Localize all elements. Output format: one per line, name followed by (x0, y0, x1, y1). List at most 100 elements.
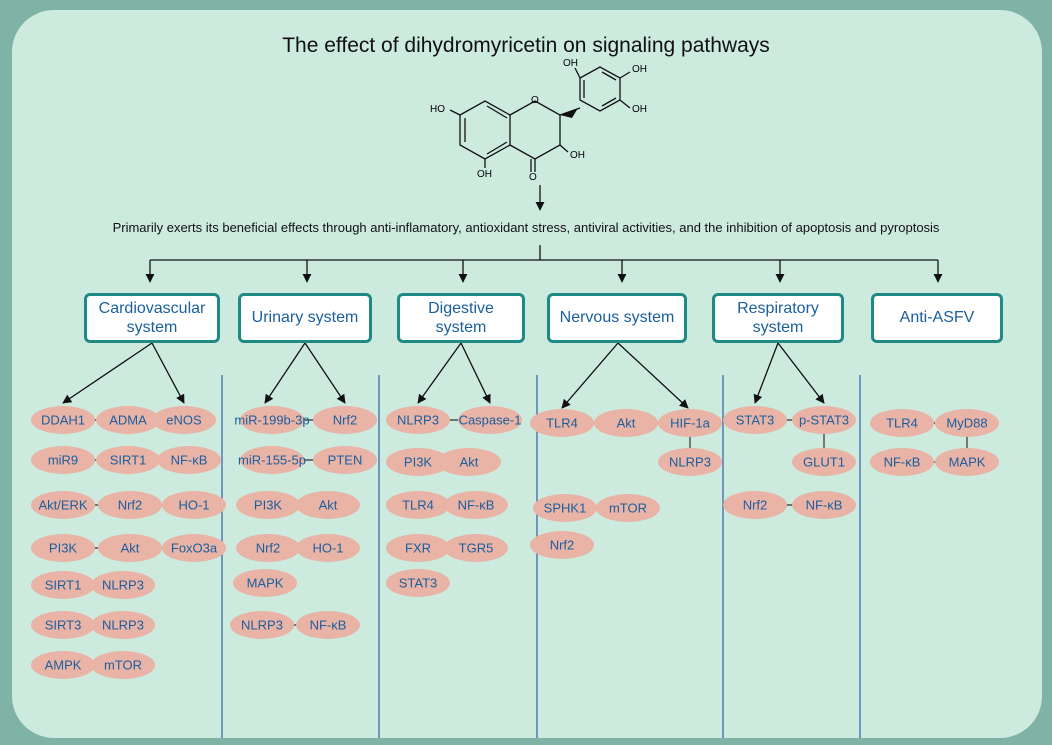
molecule-label-oh: OH (632, 64, 647, 75)
pathway-node-label: FoxO3a (170, 540, 218, 556)
system-box-nervous: Nervous system (547, 293, 687, 343)
pathway-node (98, 534, 162, 562)
pathway-node-label: TLR4 (402, 497, 434, 513)
pathway-node-label: HO-1 (178, 497, 210, 513)
molecule-label-o: O (529, 172, 537, 183)
pathway-node-label: Nrf2 (742, 497, 768, 513)
pathway-node (233, 569, 297, 597)
pathway-node (313, 446, 377, 474)
pathway-node (236, 491, 300, 519)
pathway-node (870, 448, 934, 476)
summary-text: Primarily exerts its beneficial effects … (112, 220, 940, 235)
pathway-node-label: TGR5 (458, 540, 494, 556)
pathway-node-label: AMPK (44, 657, 82, 673)
pathway-node-label: NLRP3 (669, 454, 711, 470)
pathway-node (31, 491, 95, 519)
pathway-node-label: miR-155-5p (238, 452, 306, 468)
pathway-node-label: FXR (405, 540, 431, 556)
pathway-node-label: STAT3 (398, 575, 438, 591)
pathway-node (458, 406, 522, 434)
pathway-node-label: NLRP3 (102, 577, 144, 593)
pathway-node-label: eNOS (166, 412, 202, 428)
pathway-node-label: TLR4 (886, 415, 918, 431)
pathway-node-label: STAT3 (735, 412, 775, 428)
pathway-node-label: HIF-1a (670, 415, 710, 431)
pathway-node (594, 409, 658, 437)
pathway-node (296, 491, 360, 519)
pathway-node-label: mTOR (608, 500, 648, 516)
pathway-node (162, 534, 226, 562)
molecule-label-oh: OH (563, 58, 578, 69)
pathway-node (240, 406, 304, 434)
pathway-node (530, 531, 594, 559)
pathway-node-label: Caspase-1 (458, 412, 522, 428)
pathway-node-label: Akt (616, 415, 636, 431)
pathway-node-label: PI3K (48, 540, 78, 556)
pathway-node-label: p-STAT3 (798, 412, 850, 428)
pathway-node (723, 491, 787, 519)
pathway-node (792, 448, 856, 476)
pathway-node (152, 406, 216, 434)
pathway-node-label: SIRT3 (44, 617, 82, 633)
pathway-node (31, 651, 95, 679)
pathway-node-label: miR9 (47, 452, 79, 468)
pathway-node (31, 611, 95, 639)
pathway-node (723, 406, 787, 434)
pathway-node (230, 611, 294, 639)
pathway-node (444, 491, 508, 519)
diagram-title: The effect of dihydromyricetin on signal… (282, 34, 770, 57)
diagram-panel (12, 10, 1042, 738)
pathway-node (296, 534, 360, 562)
molecule-label-oh: OH (632, 104, 647, 115)
pathway-node (658, 409, 722, 437)
pathway-node (31, 406, 95, 434)
pathway-node (98, 491, 162, 519)
pathway-node (792, 491, 856, 519)
molecule-label-ho: HO (430, 104, 445, 115)
pathway-node (31, 446, 95, 474)
pathway-node (533, 494, 597, 522)
pathway-node-label: TLR4 (546, 415, 578, 431)
pathway-node-label: MyD88 (946, 415, 988, 431)
pathway-node-label: PI3K (403, 454, 433, 470)
pathway-node (935, 448, 999, 476)
pathway-node (162, 491, 226, 519)
pathway-node (91, 571, 155, 599)
pathway-node-label: NF-κB (883, 454, 921, 470)
pathway-node (313, 406, 377, 434)
pathway-node-label: NF-κB (457, 497, 495, 513)
pathway-node (91, 611, 155, 639)
pathway-node-label: SIRT1 (44, 577, 82, 593)
pathway-node (792, 406, 856, 434)
pathway-node (444, 534, 508, 562)
pathway-node-label: Nrf2 (117, 497, 143, 513)
system-box-respiratory: Respiratory system (712, 293, 844, 343)
pathway-node-label: mTOR (103, 657, 143, 673)
branch-arrows (62, 342, 825, 409)
pathway-node-label: Nrf2 (255, 540, 281, 556)
molecule-label-o: O (531, 95, 539, 106)
pathway-node (157, 446, 221, 474)
pathway-node-label: PTEN (327, 452, 363, 468)
pathway-node-label: NLRP3 (241, 617, 283, 633)
pathway-node (658, 448, 722, 476)
pathway-node (236, 534, 300, 562)
pathway-node (96, 446, 160, 474)
pathway-node-label: GLUT1 (803, 454, 845, 470)
pathway-node-label: DDAH1 (40, 412, 86, 428)
pathway-node-label: NF-κB (309, 617, 347, 633)
molecule-label-oh: OH (477, 169, 492, 180)
pathway-node (296, 611, 360, 639)
pathway-node (870, 409, 934, 437)
pathway-node-label: HO-1 (312, 540, 344, 556)
pathway-node-label: Akt (318, 497, 338, 513)
molecule-label-oh: OH (570, 150, 585, 161)
pathway-node-label: SIRT1 (109, 452, 147, 468)
top-connectors (145, 245, 943, 283)
pathway-node (530, 409, 594, 437)
pathway-node-label: NF-κB (170, 452, 208, 468)
pathway-node-label: Akt (459, 454, 479, 470)
pathway-node-label: miR-199b-3p (234, 412, 310, 428)
system-box-anti-asfv: Anti-ASFV (871, 293, 1003, 343)
